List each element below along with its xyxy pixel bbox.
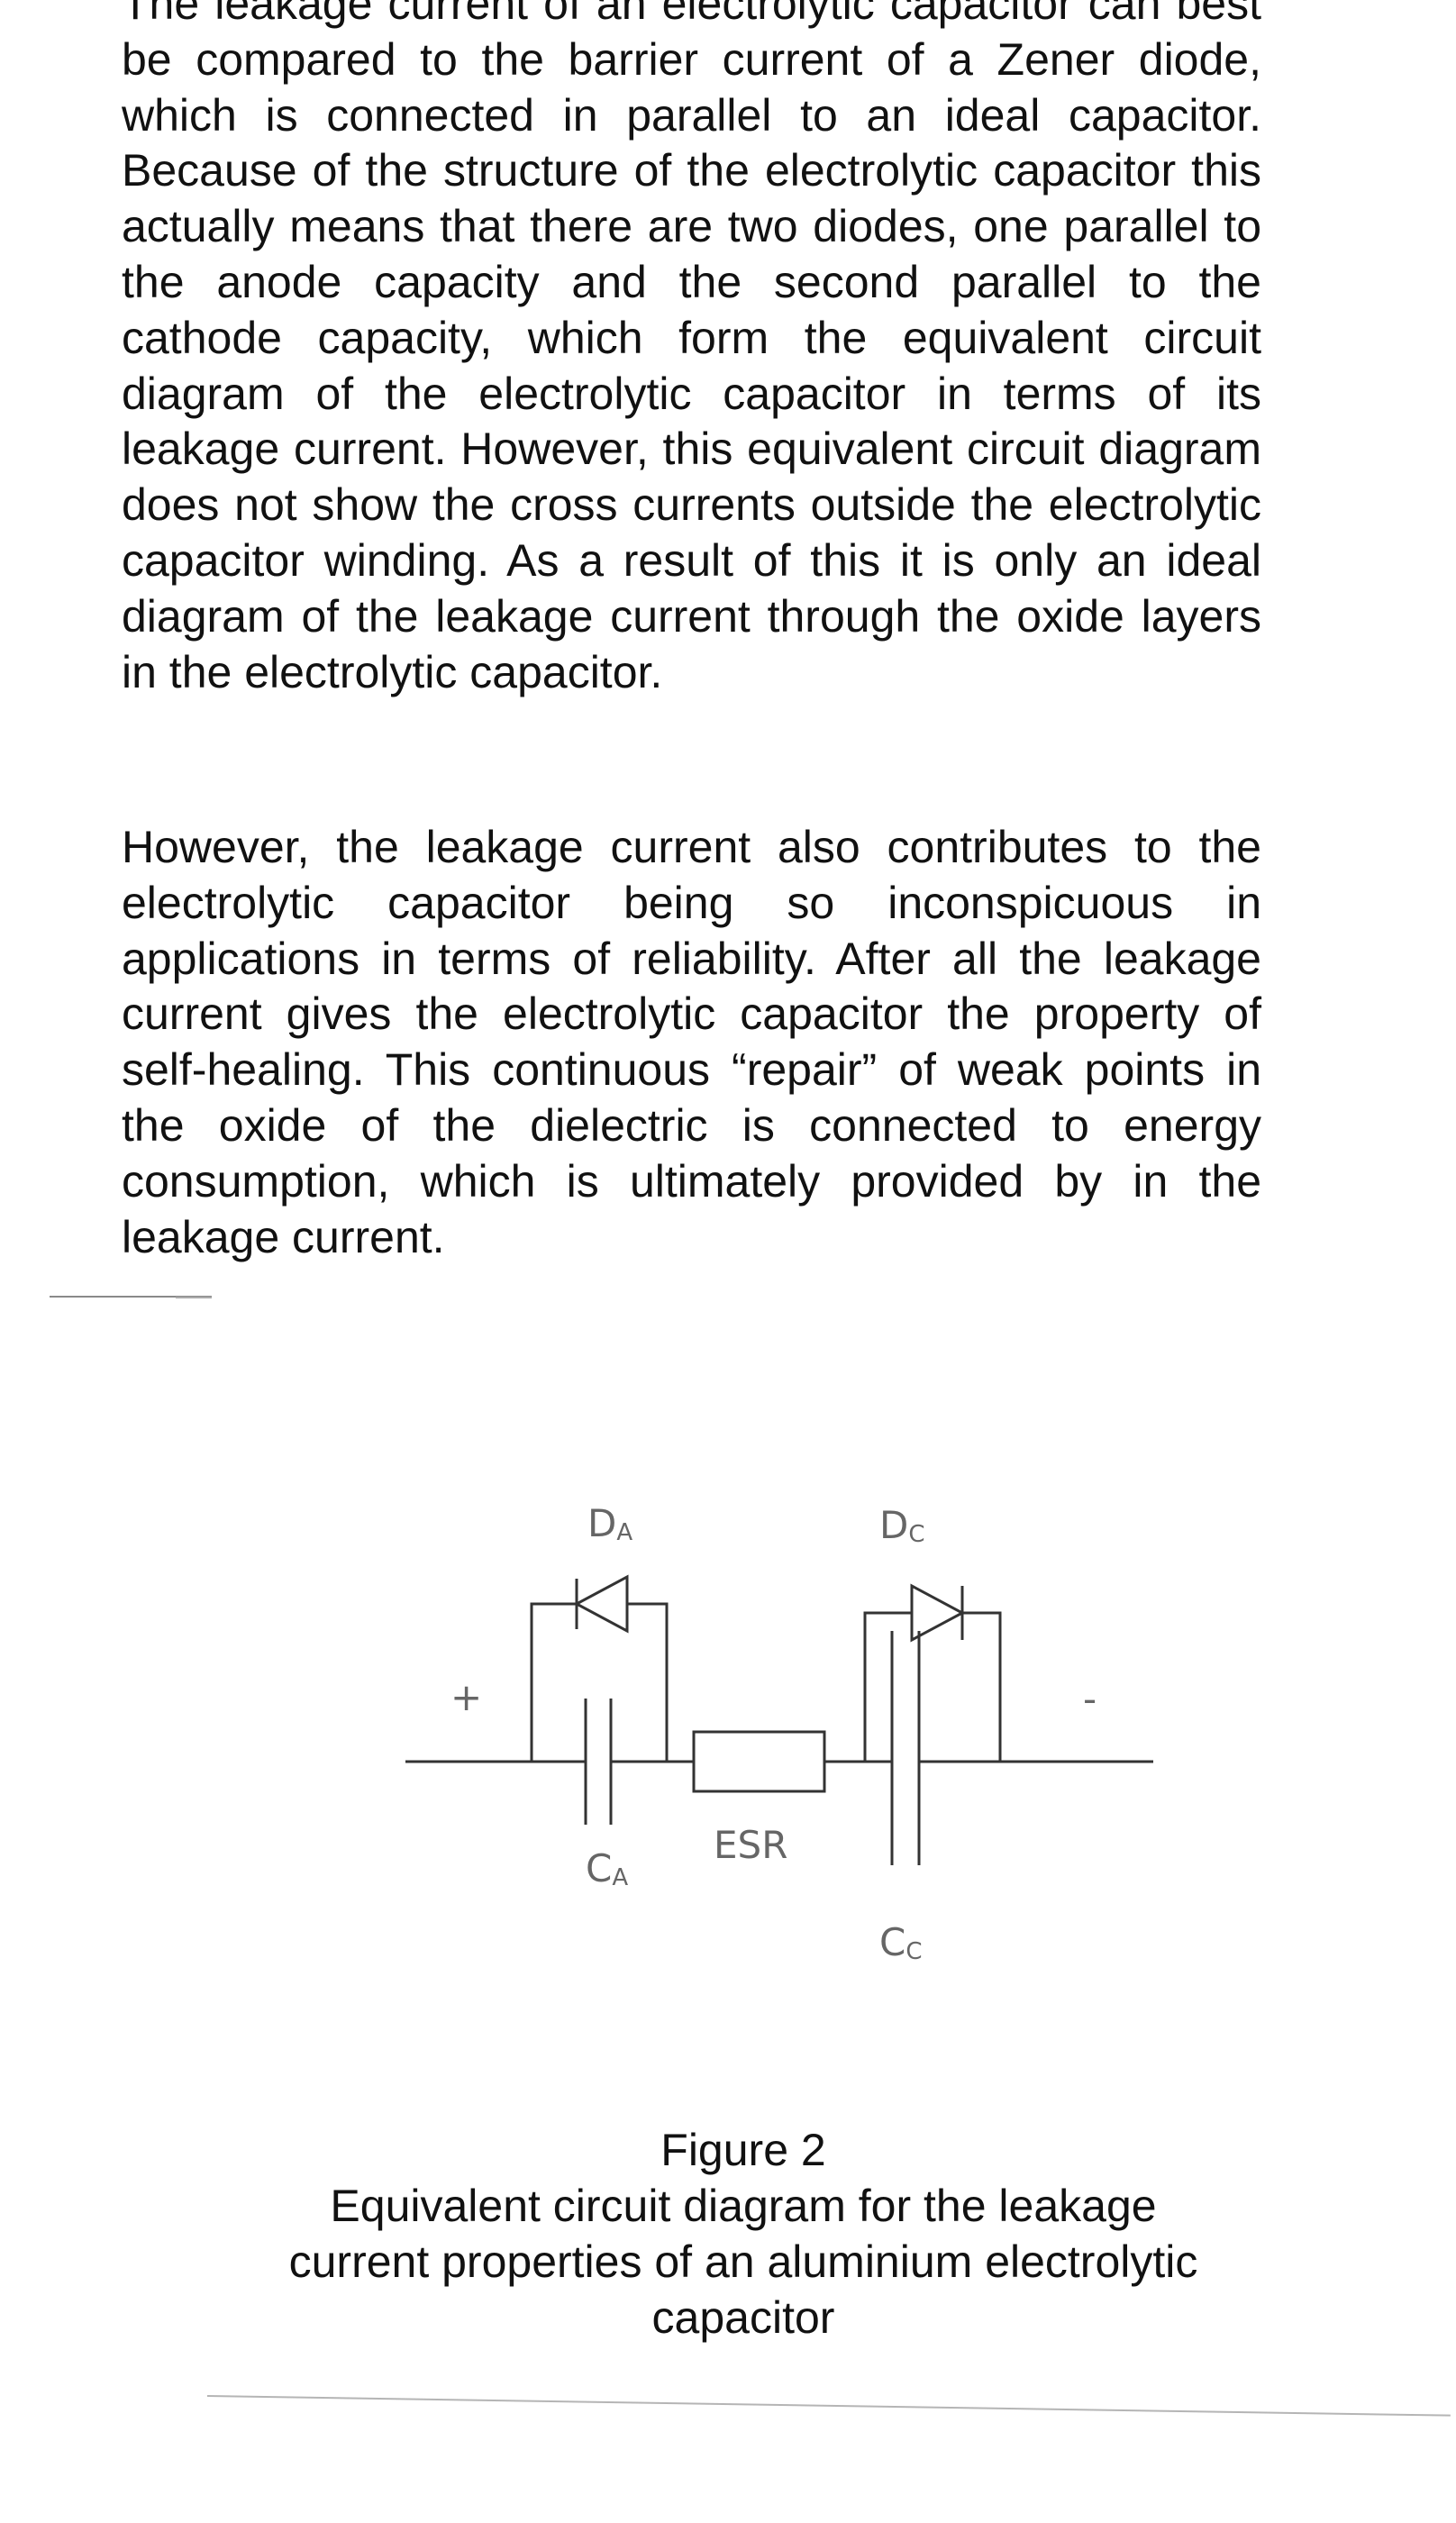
cap-cathode-label: CC — [879, 1920, 922, 1965]
figure-caption: Equivalent circuit diagram for the leaka… — [288, 2181, 1198, 2343]
esr-label: ESR — [714, 1823, 787, 1867]
plus-terminal-label: + — [450, 1675, 482, 1719]
diode-cathode-branch-right — [962, 1611, 1002, 1762]
section-rule — [50, 1296, 212, 1298]
cap-anode-label: CA — [586, 1846, 628, 1891]
figure-title: Figure 2 — [660, 2125, 826, 2175]
esr-resistor — [692, 1730, 826, 1793]
diode-anode-branch-left — [530, 1602, 577, 1762]
equivalent-circuit-diagram: + - DA DC CA CC ESR — [405, 1501, 1153, 1965]
body-paragraph-2: However, the leakage current also contri… — [122, 822, 1261, 1262]
diode-anode-triangle — [573, 1574, 629, 1634]
diode-anode-branch-right — [627, 1602, 669, 1762]
page-bottom-rule — [206, 2395, 1451, 2417]
section-rule-fragment — [176, 1297, 212, 1298]
diode-cathode-label: DC — [879, 1503, 925, 1548]
minus-terminal-label: - — [1083, 1677, 1097, 1721]
diode-cathode-triangle — [910, 1583, 966, 1643]
body-paragraph-1: The leakage current of an electrolytic c… — [122, 0, 1261, 697]
diode-cathode-branch-left — [863, 1611, 912, 1762]
diode-anode-label: DA — [587, 1501, 632, 1546]
